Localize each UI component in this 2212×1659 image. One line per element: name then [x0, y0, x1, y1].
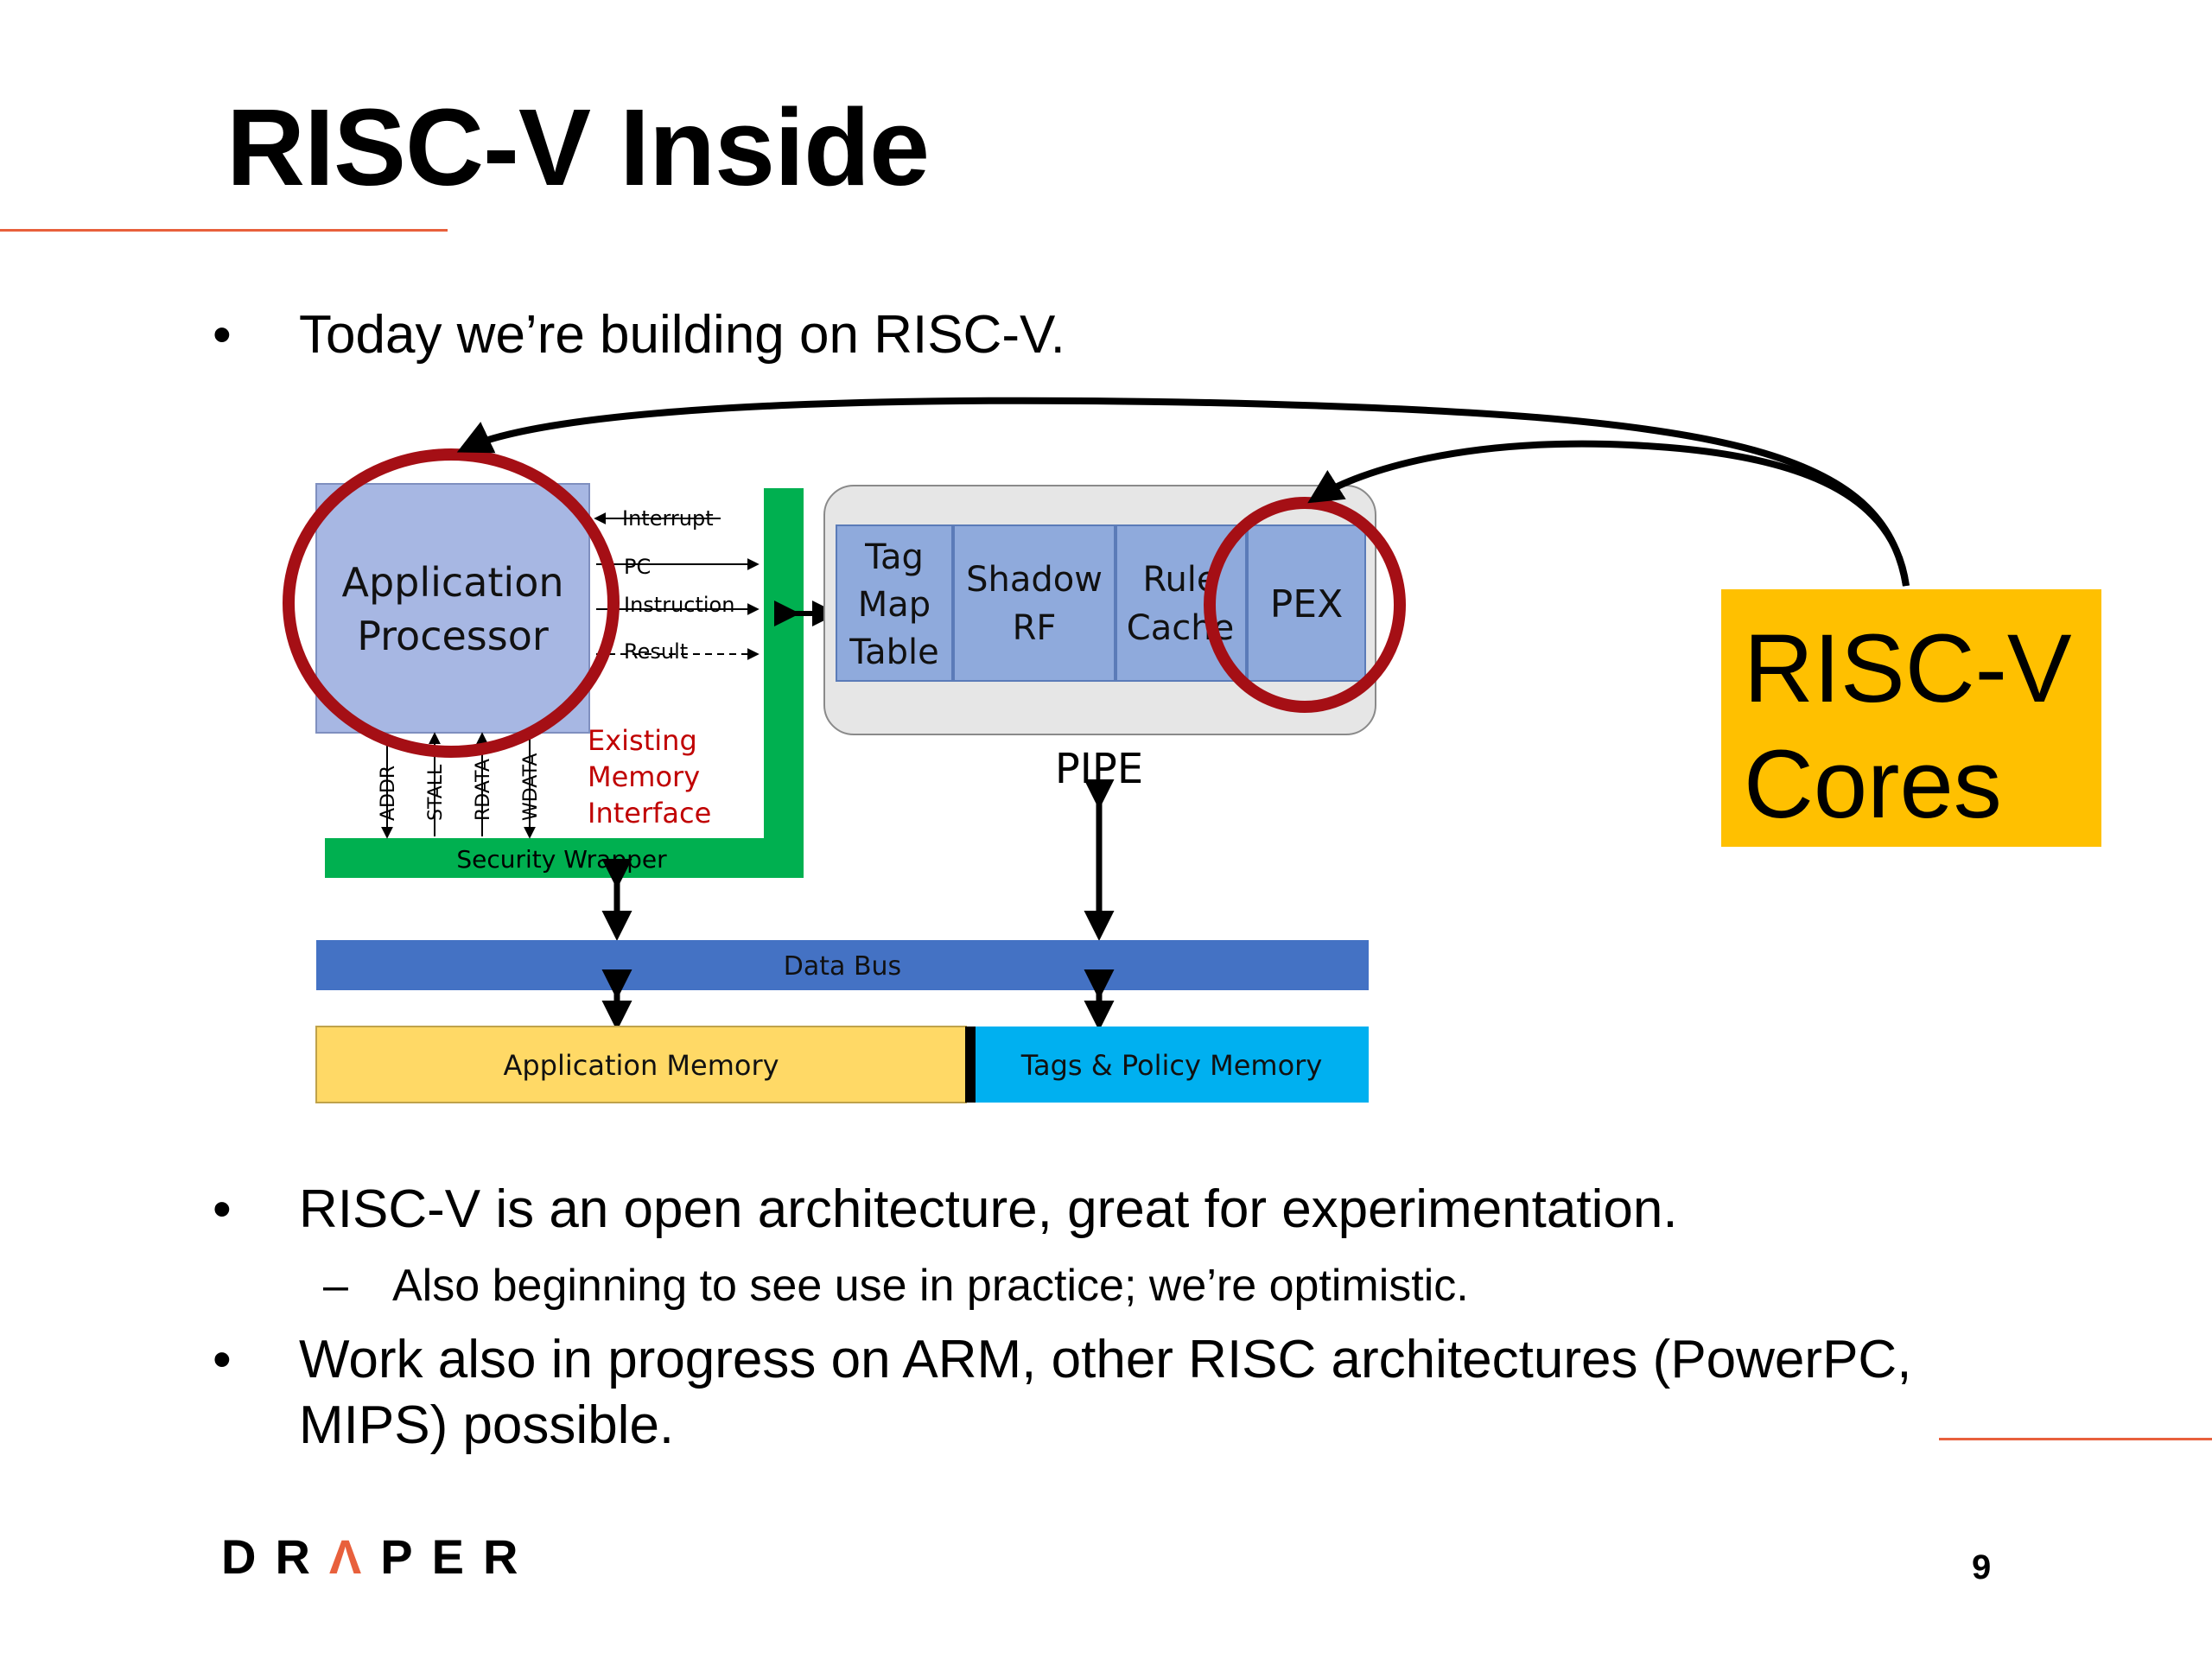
signal-result: Result	[624, 639, 688, 664]
tag-map-line3: Table	[849, 632, 938, 672]
existing-memory-line1: Existing	[588, 724, 697, 757]
bullet-marker: •	[213, 1330, 232, 1389]
existing-memory-line2: Memory	[588, 760, 700, 793]
risc-v-cores-box: RISC-V Cores	[1721, 589, 2101, 847]
draper-logo: DRΛPER	[221, 1533, 537, 1581]
logo-part-left: DR	[221, 1529, 329, 1584]
cores-to-processor-arrow	[456, 397, 1910, 587]
application-processor-line1: Application	[341, 559, 563, 606]
data-bus	[316, 940, 1369, 990]
application-memory	[315, 1026, 967, 1103]
page-title: RISC-V Inside	[226, 86, 930, 208]
logo-part-right: PER	[380, 1529, 537, 1584]
title-underline	[0, 229, 448, 232]
bullet-marker: •	[213, 305, 232, 365]
page-number: 9	[1972, 1548, 1992, 1586]
pex-highlight-circle	[1204, 497, 1406, 713]
cores-to-pex-arrow	[1307, 440, 1910, 587]
application-memory-label: Application Memory	[503, 1049, 779, 1082]
pipe-label: PIPE	[1055, 745, 1143, 793]
memory-divider	[965, 1027, 976, 1103]
tags-policy-memory-label: Tags & Policy Memory	[1020, 1049, 1323, 1082]
bullet-text: Today we’re building on RISC-V.	[299, 305, 1065, 365]
bullet-marker: •	[213, 1179, 232, 1239]
shadow-rf-line2: RF	[1013, 608, 1057, 648]
application-processor-line2: Processor	[357, 613, 549, 659]
signal-rdata: RDATA	[473, 759, 494, 821]
security-wrapper-vertical	[764, 488, 804, 877]
bullet-text-line2: MIPS) possible.	[299, 1395, 675, 1455]
signal-wdata: WDATA	[520, 753, 542, 821]
signal-interrupt: Interrupt	[622, 506, 714, 531]
signal-stall: STALL	[425, 764, 447, 821]
data-bus-label: Data Bus	[784, 951, 901, 982]
sub-bullet-marker: –	[323, 1261, 348, 1311]
processor-highlight-circle	[283, 448, 620, 758]
tag-map-line1: Tag	[864, 537, 924, 577]
logo-caret: Λ	[328, 1529, 381, 1584]
cores-label-line2: Cores	[1744, 730, 2002, 838]
tag-map-table-block	[836, 524, 953, 682]
signal-instruction: Instruction	[624, 593, 734, 617]
tag-map-line2: Map	[858, 585, 931, 625]
cores-label-line1: RISC-V	[1744, 614, 2072, 722]
security-wrapper-bar	[325, 838, 804, 878]
security-wrapper-label: Security Wrapper	[456, 845, 667, 874]
shadow-rf-line1: Shadow	[966, 560, 1103, 600]
pex-label: PEX	[1270, 582, 1343, 626]
tags-policy-memory	[976, 1027, 1369, 1103]
signal-pc: PC	[624, 555, 651, 579]
footer-rule	[1939, 1438, 2212, 1440]
application-processor-box	[315, 483, 590, 734]
sub-bullet-text: Also beginning to see use in practice; w…	[392, 1261, 1469, 1311]
bullet-text: RISC-V is an open architecture, great fo…	[299, 1179, 1678, 1239]
bullet-text-line1: Work also in progress on ARM, other RISC…	[299, 1330, 1912, 1389]
existing-memory-line3: Interface	[588, 797, 711, 830]
shadow-rf-block	[953, 524, 1116, 682]
pex-block	[1247, 524, 1366, 682]
signal-addr: ADDR	[378, 766, 399, 821]
